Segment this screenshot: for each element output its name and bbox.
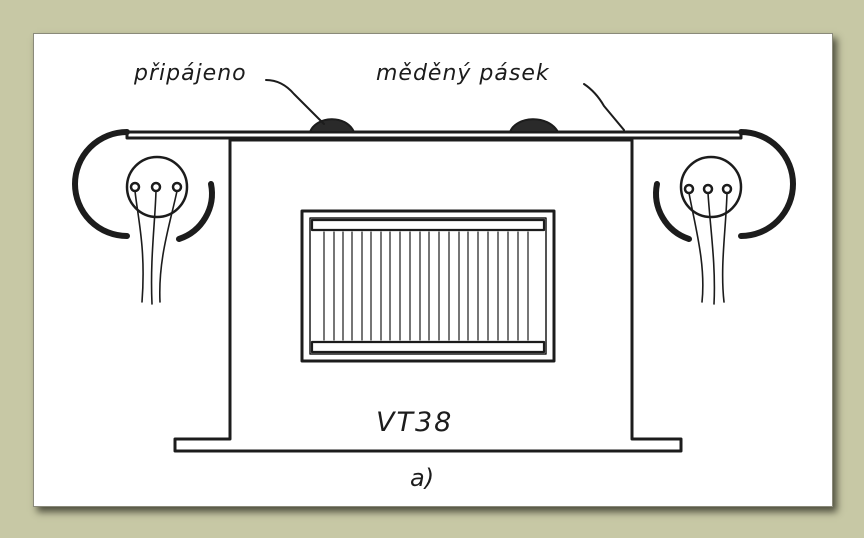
coil-top-bar	[310, 218, 546, 232]
tape-arc-right-lower	[653, 181, 692, 242]
tube-right	[679, 155, 743, 219]
leader-soldered	[265, 79, 325, 125]
transformer-drawing	[72, 79, 796, 453]
core-window-inner	[309, 217, 547, 355]
copper-tape	[125, 130, 743, 140]
tube-left	[125, 155, 189, 219]
solder-blob-right	[509, 118, 559, 133]
tube-right-leads	[688, 192, 728, 305]
figure-caption: a)	[410, 464, 435, 492]
tube-right-pins	[683, 183, 733, 195]
solder-blob-left	[309, 118, 355, 133]
tape-arc-left-lower	[176, 181, 215, 242]
label-copper-tape: měděný pásek	[376, 61, 550, 86]
tube-left-leads	[134, 190, 178, 305]
label-model: VT38	[376, 407, 454, 438]
leader-copper-tape	[583, 83, 625, 131]
tube-left-pins	[129, 181, 183, 193]
coil-windings	[323, 231, 529, 341]
tape-wrap-left	[72, 129, 130, 239]
label-soldered: připájeno	[134, 61, 247, 86]
diagram-frame: připájeno měděný pásek VT38 a)	[33, 33, 833, 507]
tape-wrap-right	[738, 129, 796, 239]
coil-bottom-bar	[310, 340, 546, 354]
